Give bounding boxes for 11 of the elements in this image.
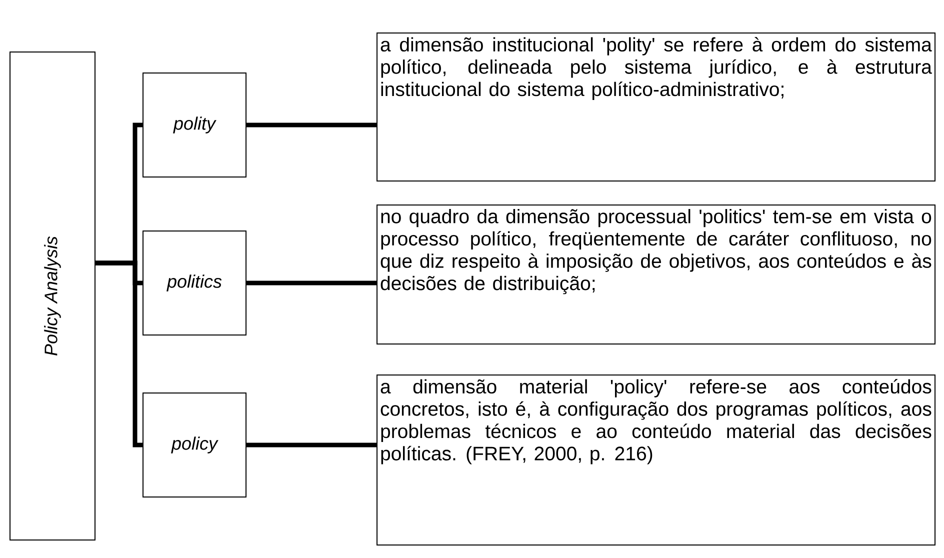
dimension-box: politics [142, 230, 246, 336]
description-box: a dimensão material 'policy' refere-se aos conteúdos concretos, isto é, à configuração dos programas políticos, aos problemas técnicos e ao conteúdo material das decisões políticas. (FREY, 2000, p. 216) [376, 374, 936, 546]
dimension-box: polity [142, 72, 246, 178]
connector-line [246, 442, 376, 448]
description-box: no quadro da dimensão processual 'politics' tem-se em vista o processo político, freqüentemente de caráter conflituoso, no que diz respeito à imposição de objetivos, aos conteúdos e às decisões de distribuição; [376, 204, 936, 344]
connector-line [246, 122, 376, 128]
title-box: Policy Analysis [10, 52, 96, 540]
connector-line [95, 260, 142, 448]
connector-line [246, 280, 376, 286]
description-box: a dimensão institucional 'polity' se refere à ordem do sistema político, delineada pelo sistema jurídico, e à estrutura institucional do sistema político-administrativo; [376, 32, 936, 182]
dimension-box: policy [142, 392, 246, 498]
